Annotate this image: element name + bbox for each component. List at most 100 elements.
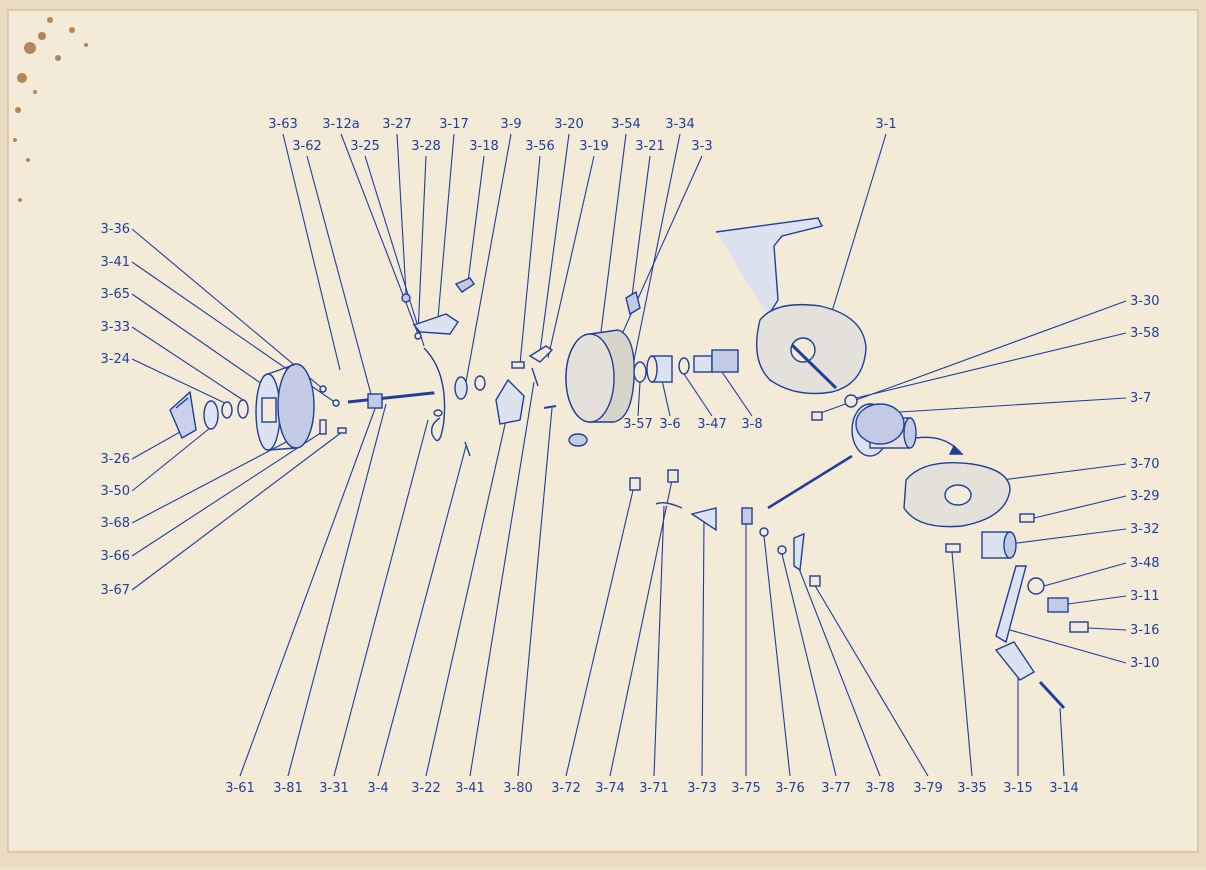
label-left_labels: 3-41 bbox=[100, 255, 130, 270]
leader-line bbox=[661, 379, 671, 417]
label-right_labels: 3-32 bbox=[1130, 522, 1160, 537]
leader-line bbox=[797, 565, 881, 777]
label-right_labels: 3-10 bbox=[1130, 656, 1160, 671]
leader-line bbox=[519, 155, 541, 365]
part-main-shaft bbox=[347, 390, 443, 404]
leader-line bbox=[781, 553, 837, 777]
part-reel-body bbox=[715, 217, 867, 395]
leader-line bbox=[467, 155, 485, 283]
part-spring-3-21 bbox=[625, 290, 641, 316]
part-screw-3-29 bbox=[1019, 513, 1035, 523]
label-middle_labels: 3-8 bbox=[741, 417, 762, 432]
leader-line bbox=[425, 419, 507, 777]
leader-line bbox=[829, 133, 887, 319]
leader-line bbox=[637, 381, 641, 417]
part-nut-3-79 bbox=[809, 575, 821, 587]
part-screw-3-80 bbox=[543, 405, 557, 409]
label-top_labels: 3-1 bbox=[875, 117, 896, 132]
leader-line bbox=[1009, 528, 1127, 545]
label-top_labels: 3-3 bbox=[691, 139, 712, 154]
label-left_labels: 3-67 bbox=[100, 583, 130, 598]
part-washer-1 bbox=[221, 401, 233, 419]
leader-line bbox=[131, 431, 323, 557]
part-lever-3-78 bbox=[793, 532, 805, 572]
label-bottom_labels: 3-4 bbox=[367, 781, 388, 796]
part-bushing-3-32 bbox=[981, 531, 1017, 559]
stain-marks bbox=[13, 17, 88, 202]
leader-line bbox=[539, 133, 570, 353]
leader-line bbox=[683, 373, 713, 417]
label-top_labels: 3-21 bbox=[635, 139, 665, 154]
label-top_labels: 3-34 bbox=[665, 117, 695, 132]
label-top_labels: 3-9 bbox=[500, 117, 521, 132]
leader-line bbox=[131, 431, 181, 460]
leader-line bbox=[131, 326, 244, 401]
leader-line bbox=[1009, 629, 1127, 664]
leader-line bbox=[653, 505, 665, 777]
label-bottom_labels: 3-15 bbox=[1003, 781, 1033, 796]
label-left_labels: 3-33 bbox=[100, 320, 130, 335]
label-bottom_labels: 3-74 bbox=[595, 781, 625, 796]
leader-line bbox=[951, 551, 973, 777]
label-middle_labels: 3-6 bbox=[659, 417, 680, 432]
leader-line bbox=[813, 583, 929, 777]
part-pin-3-56 bbox=[511, 361, 525, 369]
label-right_labels: 3-30 bbox=[1130, 294, 1160, 309]
label-bottom_labels: 3-22 bbox=[411, 781, 441, 796]
label-left_labels: 3-66 bbox=[100, 549, 130, 564]
part-handle-grip bbox=[994, 641, 1035, 681]
leader-line bbox=[1059, 707, 1065, 777]
leader-line bbox=[396, 133, 407, 295]
label-top_labels: 3-25 bbox=[350, 139, 380, 154]
leader-line bbox=[282, 133, 341, 371]
assembly-arrow-head bbox=[948, 444, 964, 455]
leader-line bbox=[131, 431, 343, 591]
label-bottom_labels: 3-77 bbox=[821, 781, 851, 796]
label-bottom_labels: 3-75 bbox=[731, 781, 761, 796]
part-pin-3-41b bbox=[531, 367, 539, 387]
label-middle_labels: 3-57 bbox=[623, 417, 653, 432]
leader-line bbox=[131, 358, 228, 405]
label-top_labels: 3-12a bbox=[322, 117, 359, 132]
part-shaft-collar bbox=[367, 393, 383, 409]
part-pin-3-4 bbox=[464, 441, 471, 457]
part-screw-3-36 bbox=[319, 385, 327, 393]
leader-line bbox=[465, 133, 512, 383]
part-bearing-3-6 bbox=[646, 355, 673, 383]
label-left_labels: 3-65 bbox=[100, 287, 130, 302]
label-bottom_labels: 3-41 bbox=[455, 781, 485, 796]
label-bottom_labels: 3-72 bbox=[551, 781, 581, 796]
label-bottom_labels: 3-78 bbox=[865, 781, 895, 796]
part-screw-3-18 bbox=[454, 277, 475, 293]
label-bottom_labels: 3-61 bbox=[225, 781, 255, 796]
leader-line bbox=[599, 133, 627, 341]
label-bottom_labels: 3-35 bbox=[957, 781, 987, 796]
part-pinion-3-8 bbox=[693, 349, 739, 373]
part-spool bbox=[255, 363, 315, 451]
part-gear-ring bbox=[203, 400, 219, 430]
label-right_labels: 3-16 bbox=[1130, 623, 1160, 638]
part-screw-3-75 bbox=[741, 507, 753, 525]
leader-line bbox=[417, 155, 427, 335]
label-top_labels: 3-54 bbox=[611, 117, 641, 132]
leader-line bbox=[631, 133, 681, 371]
part-washer-3-9 bbox=[474, 375, 486, 391]
part-handle-pin bbox=[1038, 680, 1066, 710]
parts-drawings bbox=[169, 217, 1089, 710]
part-washer-2 bbox=[237, 399, 249, 419]
part-rotor-housing bbox=[565, 329, 635, 423]
leader-line bbox=[517, 407, 553, 777]
leader-line bbox=[763, 535, 791, 777]
label-left_labels: 3-68 bbox=[100, 516, 130, 531]
part-washer-3-47 bbox=[678, 357, 690, 375]
leader-line bbox=[131, 293, 263, 385]
label-right_labels: 3-11 bbox=[1130, 589, 1160, 604]
part-bail-housing bbox=[495, 378, 525, 425]
leader-line bbox=[855, 332, 1127, 399]
part-spring-3-71 bbox=[655, 501, 683, 509]
part-washer-3-31 bbox=[433, 409, 443, 417]
part-screw-3-67 bbox=[337, 427, 347, 434]
leader-line bbox=[565, 485, 635, 777]
part-roller bbox=[454, 376, 468, 400]
